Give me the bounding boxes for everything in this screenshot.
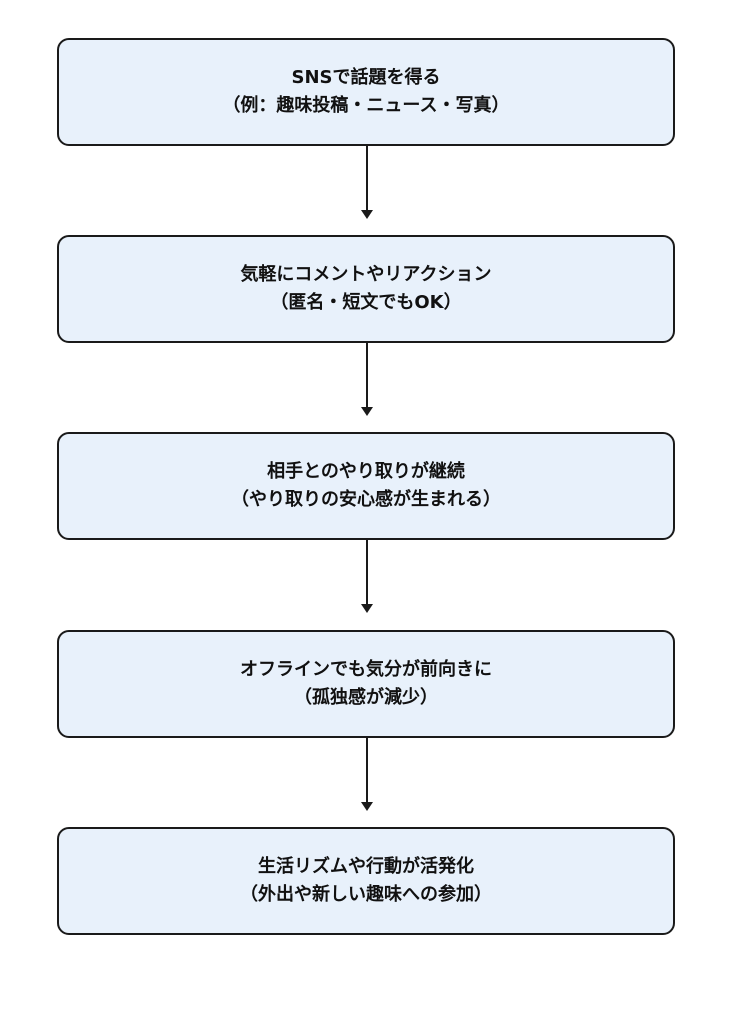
flow-step-3-detail: （やり取りの安心感が生まれる）	[231, 489, 501, 510]
flow-step-1: SNSで話題を得る （例：趣味投稿・ニュース・写真）	[57, 38, 675, 146]
flow-step-4: オフラインでも気分が前向きに （孤独感が減少）	[57, 630, 675, 738]
flow-step-4-detail: （孤独感が減少）	[294, 687, 438, 708]
flow-step-1-title: SNSで話題を得る	[291, 67, 441, 88]
flow-step-5: 生活リズムや行動が活発化 （外出や新しい趣味への参加）	[57, 827, 675, 935]
flow-step-2-detail: （匿名・短文でもOK）	[270, 292, 462, 313]
flow-arrow-3	[361, 540, 373, 613]
flow-arrow-1	[361, 146, 373, 219]
flow-arrow-4	[361, 738, 373, 811]
flow-step-2: 気軽にコメントやリアクション （匿名・短文でもOK）	[57, 235, 675, 343]
flow-arrow-2	[361, 343, 373, 416]
flow-step-5-title: 生活リズムや行動が活発化	[258, 856, 474, 877]
flow-step-4-title: オフラインでも気分が前向きに	[240, 659, 492, 680]
flow-step-5-detail: （外出や新しい趣味への参加）	[240, 884, 492, 905]
flow-step-2-title: 気軽にコメントやリアクション	[240, 264, 492, 285]
flow-step-3: 相手とのやり取りが継続 （やり取りの安心感が生まれる）	[57, 432, 675, 540]
flow-step-3-title: 相手とのやり取りが継続	[267, 461, 465, 482]
flow-step-1-detail: （例：趣味投稿・ニュース・写真）	[222, 95, 510, 116]
